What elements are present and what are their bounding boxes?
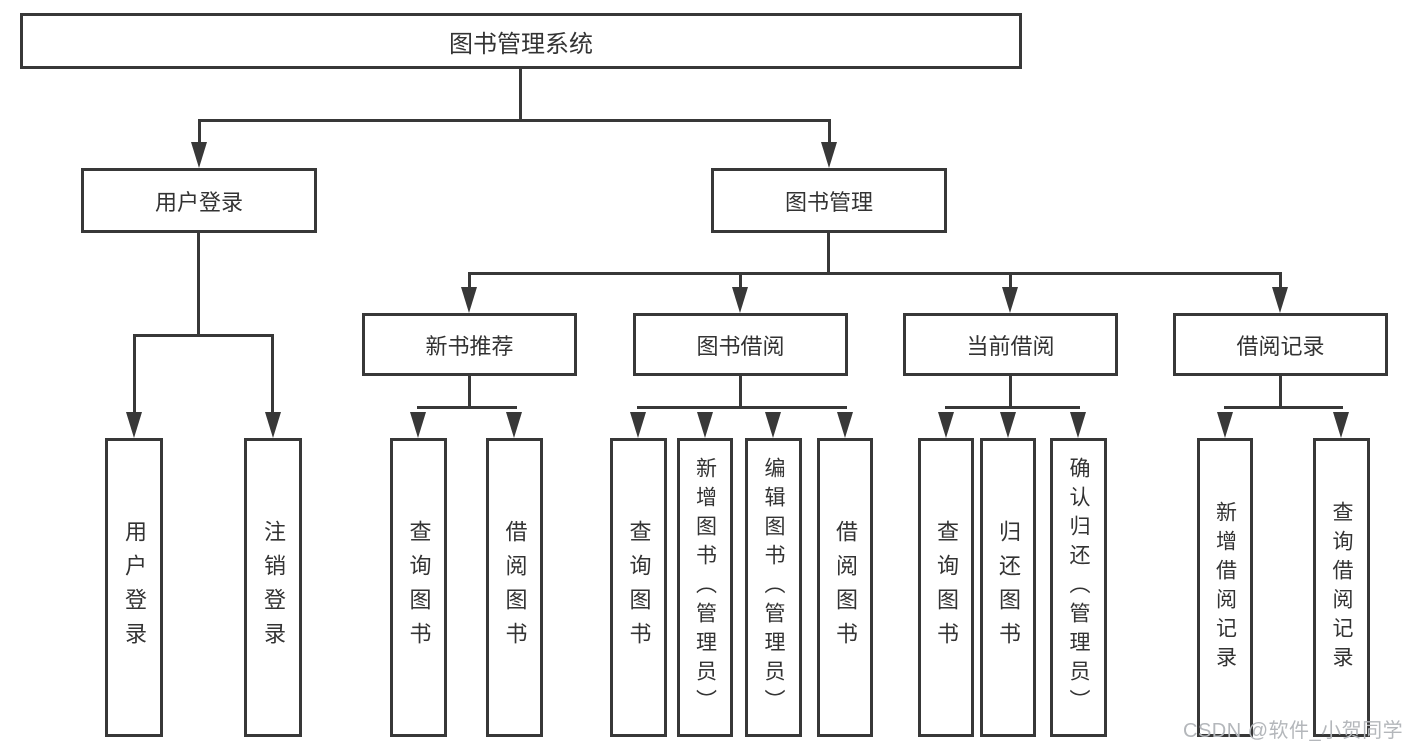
leaf-query-book-current-label: 查询图书 [934,519,959,656]
leaf-edit-book-admin: 编辑图书（管理员） [745,438,802,737]
leaf-query-book-recommend: 查询图书 [390,438,447,737]
connector-line [1224,406,1343,409]
connector-line [1279,272,1282,289]
node-book-management-label: 图书管理 [784,189,873,215]
leaf-return-book: 归还图书 [980,438,1036,737]
arrowhead-icon [1333,412,1349,438]
arrowhead-icon [630,412,646,438]
leaf-confirm-return-admin-label: 确认归还（管理员） [1067,457,1090,718]
connector-line [468,272,471,289]
arrowhead-icon [506,412,522,438]
connector-line [271,334,274,414]
arrowhead-icon [265,412,281,438]
node-book-management: 图书管理 [711,168,947,233]
leaf-query-book-current: 查询图书 [918,438,974,737]
arrowhead-icon [191,142,207,168]
arrowhead-icon [938,412,954,438]
connector-line [1279,376,1282,409]
node-user-login: 用户登录 [81,168,317,233]
arrowhead-icon [837,412,853,438]
leaf-query-book-borrow-label: 查询图书 [626,519,652,656]
connector-line [828,119,831,145]
connector-line [945,406,1080,409]
node-new-book-recommend-label: 新书推荐 [425,333,514,359]
connector-line [133,334,136,414]
connector-line [198,119,201,145]
leaf-add-borrow-record-label: 新增借阅记录 [1213,500,1237,675]
leaf-user-login-label: 用户登录 [122,519,147,656]
leaf-query-borrow-record: 查询借阅记录 [1313,438,1370,737]
connector-line [739,272,742,289]
connector-line [133,334,274,337]
node-borrow-record-label: 借阅记录 [1236,333,1325,359]
leaf-return-book-label: 归还图书 [996,519,1021,656]
node-borrow-record: 借阅记录 [1173,313,1388,376]
connector-line [739,376,742,409]
arrowhead-icon [1070,412,1086,438]
node-root-label: 图书管理系统 [449,30,593,58]
connector-line [519,69,522,121]
arrowhead-icon [821,142,837,168]
node-book-borrow: 图书借阅 [633,313,848,376]
arrowhead-icon [126,412,142,438]
node-current-borrow: 当前借阅 [903,313,1118,376]
leaf-borrow-book: 借阅图书 [817,438,873,737]
arrowhead-icon [461,287,477,313]
connector-line [197,233,200,337]
arrowhead-icon [410,412,426,438]
leaf-query-book-borrow: 查询图书 [610,438,667,737]
leaf-add-borrow-record: 新增借阅记录 [1197,438,1253,737]
connector-line [1009,376,1012,409]
leaf-logout: 注销登录 [244,438,302,737]
arrowhead-icon [1217,412,1233,438]
node-current-borrow-label: 当前借阅 [966,333,1055,359]
arrowhead-icon [732,287,748,313]
connector-line [637,406,847,409]
leaf-add-book-admin: 新增图书（管理员） [677,438,733,737]
leaf-borrow-book-label: 借阅图书 [833,519,858,656]
node-root: 图书管理系统 [20,13,1022,69]
node-new-book-recommend: 新书推荐 [362,313,577,376]
connector-line [468,376,471,409]
watermark: CSDN @软件_小贺同学 [1183,720,1404,742]
node-book-borrow-label: 图书借阅 [696,333,785,359]
arrowhead-icon [697,412,713,438]
leaf-query-book-recommend-label: 查询图书 [406,519,432,656]
leaf-user-login: 用户登录 [105,438,163,737]
leaf-borrow-book-recommend: 借阅图书 [486,438,543,737]
connector-line [198,119,831,122]
leaf-logout-label: 注销登录 [261,519,286,656]
connector-line [827,233,830,275]
connector-line [417,406,517,409]
node-user-login-label: 用户登录 [154,189,243,215]
leaf-edit-book-admin-label: 编辑图书（管理员） [762,457,785,718]
arrowhead-icon [765,412,781,438]
arrowhead-icon [1002,287,1018,313]
arrowhead-icon [1000,412,1016,438]
leaf-confirm-return-admin: 确认归还（管理员） [1050,438,1107,737]
leaf-borrow-book-recommend-label: 借阅图书 [502,519,528,656]
leaf-add-book-admin-label: 新增图书（管理员） [693,457,717,718]
connector-line [1009,272,1012,289]
leaf-query-borrow-record-label: 查询借阅记录 [1330,500,1353,675]
connector-line [468,272,1281,275]
arrowhead-icon [1272,287,1288,313]
